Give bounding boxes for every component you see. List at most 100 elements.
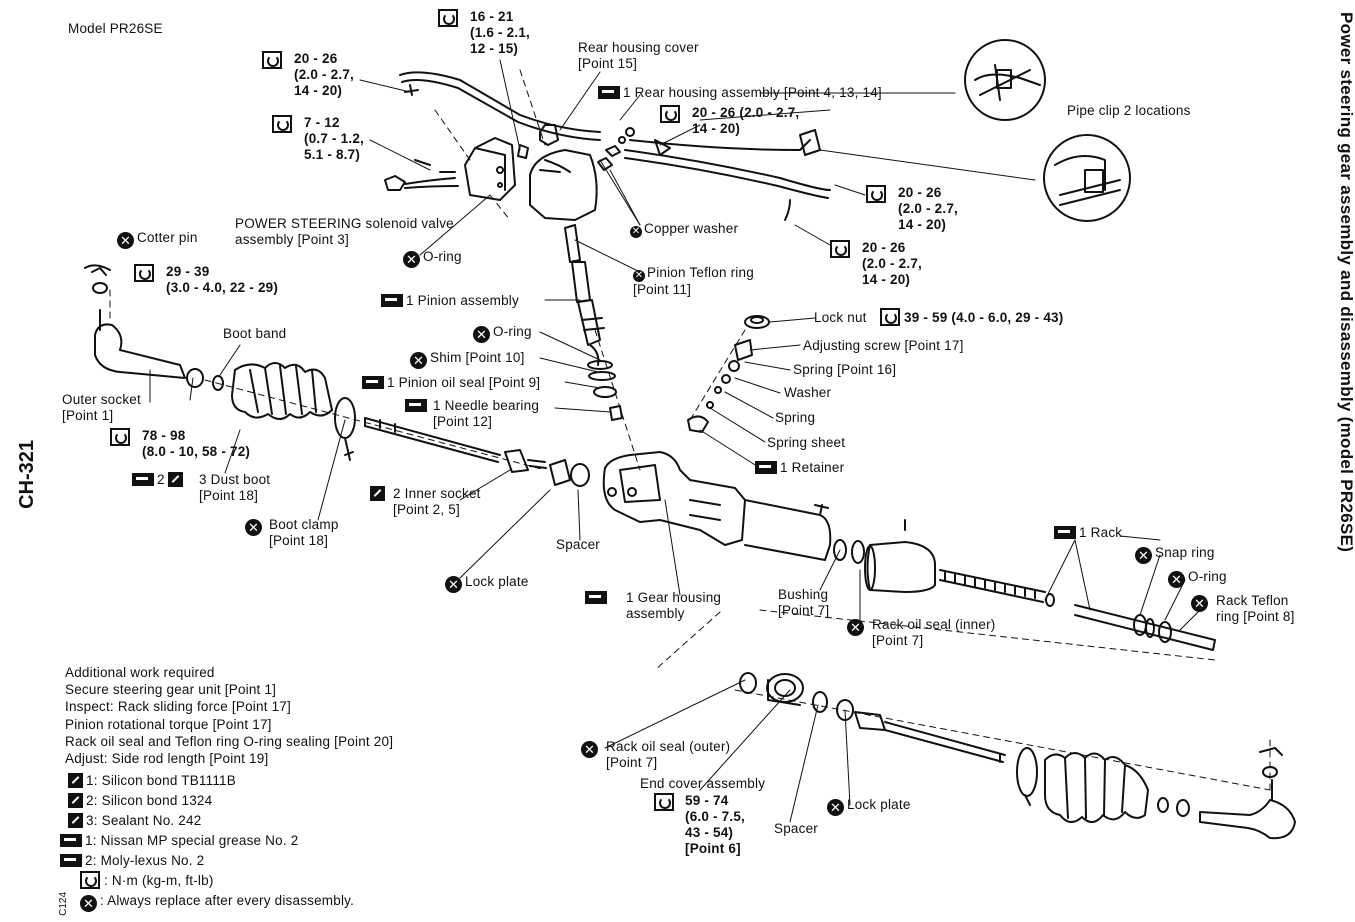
replace-icon: ✕: [473, 326, 490, 343]
boot-band-label: Boot band: [223, 326, 287, 341]
replace-icon: ✕: [633, 270, 645, 282]
snap-ring-label: ✕Snap ring: [1135, 545, 1215, 564]
legend-item: 2: Moly-lexus No. 2: [60, 851, 354, 871]
note-item: Adjust: Side rod length [Point 19]: [65, 751, 269, 767]
replace-icon: ✕: [245, 519, 262, 536]
pipe-clip-label: Pipe clip 2 locations: [1067, 103, 1191, 118]
spacer-right-label: Spacer: [774, 821, 818, 836]
grease-icon: [405, 399, 427, 412]
grease-icon: [755, 461, 777, 474]
torque-wrench-icon: [134, 264, 154, 282]
rack-oil-seal-inner-label: ✕Rack oil seal (inner) [Point 7]: [847, 617, 995, 648]
grease-icon: [132, 473, 154, 486]
torque-spec-78-98: 78 - 98 (8.0 - 10, 58 - 72): [110, 428, 250, 459]
torque-spec-59-74: 59 - 74 (6.0 - 7.5, 43 - 54) [Point 6]: [654, 793, 745, 856]
solenoid-valve-label: POWER STEERING solenoid valve assembly […: [235, 216, 454, 247]
note-item: Secure steering gear unit [Point 1]: [65, 682, 277, 698]
inner-socket-label: 2 Inner socket [Point 2, 5]: [370, 486, 480, 517]
torque-wrench-icon: [654, 793, 674, 811]
legend-item: 1: Silicon bond TB1111B: [60, 771, 354, 791]
torque-spec-20-26-a: 20 - 26 (2.0 - 2.7, 14 - 20): [262, 51, 354, 98]
torque-wrench-icon: [438, 9, 458, 27]
o-ring-right-label: ✕O-ring: [1168, 569, 1227, 588]
torque-wrench-icon: [830, 240, 850, 258]
sealant-icon: [167, 472, 183, 487]
replace-icon: ✕: [630, 226, 642, 238]
replace-icon: ✕: [403, 251, 420, 268]
torque-wrench-icon: [660, 105, 680, 123]
rear-housing-cover-label: Rear housing cover [Point 15]: [578, 40, 699, 71]
rack-oil-seal-outer-label: ✕Rack oil seal (outer) [Point 7]: [581, 739, 730, 770]
torque-spec-20-26-c: 20 - 26 (2.0 - 2.7, 14 - 20): [866, 185, 958, 232]
torque-spec-7-12: 7 - 12 (0.7 - 1.2, 5.1 - 8.7): [272, 115, 364, 162]
torque-wrench-icon: [110, 428, 130, 446]
leader-lines: [149, 59, 1206, 823]
sealant-icon: [68, 793, 83, 808]
grease-icon: [598, 86, 620, 99]
note-item: Inspect: Rack sliding force [Point 17]: [65, 699, 291, 715]
rack-label: 1 Rack: [1054, 525, 1122, 541]
spacer-left-label: Spacer: [556, 537, 600, 552]
lock-plate-left-label: ✕Lock plate: [445, 574, 529, 593]
page-title: Power steering gear assembly and disasse…: [1337, 12, 1355, 553]
replace-icon: ✕: [1168, 571, 1185, 588]
symbol-legend: 1: Silicon bond TB1111B 2: Silicon bond …: [60, 771, 354, 912]
needle-bearing-label: 1 Needle bearing [Point 12]: [405, 398, 539, 429]
adjusting-screw-label: Adjusting screw [Point 17]: [803, 338, 964, 353]
pinion-oil-seal-label: 1 Pinion oil seal [Point 9]: [362, 375, 540, 391]
model-label: Model PR26SE: [68, 21, 163, 36]
grease-icon: [60, 834, 82, 847]
grease-icon: [362, 376, 384, 389]
replace-icon: ✕: [1191, 595, 1208, 612]
copper-washer-label: ✕Copper washer: [630, 221, 739, 238]
spring-point16-label: Spring [Point 16]: [793, 362, 897, 377]
grease-icon: [1054, 526, 1076, 539]
replace-icon: ✕: [410, 352, 427, 369]
replace-icon: ✕: [847, 619, 864, 636]
legend-item: 3: Sealant No. 242: [60, 811, 354, 831]
torque-spec-29-39: 29 - 39 (3.0 - 4.0, 22 - 29): [134, 264, 278, 295]
torque-wrench-icon: [272, 115, 292, 133]
retainer-label: 1 Retainer: [755, 460, 844, 476]
outer-socket-label: Outer socket [Point 1]: [62, 392, 141, 423]
grease-icon: [60, 854, 82, 867]
sealant-icon: [370, 486, 385, 501]
page-number: CH-321: [16, 440, 38, 509]
o-ring-top-label: ✕O-ring: [403, 249, 462, 268]
torque-wrench-icon: [866, 185, 886, 203]
additional-work-notes: Additional work required Secure steering…: [65, 664, 393, 767]
end-cover-label: End cover assembly: [640, 776, 766, 791]
boot-clamp-label: ✕Boot clamp [Point 18]: [245, 517, 338, 548]
replace-icon: ✕: [581, 741, 598, 758]
lock-plate-right-label: ✕Lock plate: [827, 797, 911, 816]
rack-teflon-ring-label: ✕Rack Teflon ring [Point 8]: [1191, 593, 1294, 624]
washer-label: Washer: [784, 385, 832, 400]
torque-spec-20-26-b: 20 - 26 (2.0 - 2.7, 14 - 20): [660, 105, 799, 136]
pinion-teflon-ring-label: ✕Pinion Teflon ring [Point 11]: [633, 265, 754, 297]
legend-item: : N·m (kg-m, ft-lb): [60, 871, 354, 891]
torque-spec-39-59: 39 - 59 (4.0 - 6.0, 29 - 43): [880, 308, 1063, 326]
spring-sheet-label: Spring sheet: [767, 435, 846, 450]
sealant-icon: [68, 773, 83, 788]
shim-label: ✕Shim [Point 10]: [410, 350, 525, 369]
torque-wrench-icon: [880, 308, 900, 326]
replace-icon: ✕: [827, 799, 844, 816]
replace-icon: ✕: [1135, 547, 1152, 564]
note-item: Pinion rotational torque [Point 17]: [65, 716, 272, 732]
replace-icon: ✕: [80, 895, 97, 912]
legend-item: ✕: Always replace after every disassembl…: [60, 891, 354, 912]
alignment-lines: [109, 69, 1271, 791]
sealant-icon: [68, 813, 83, 828]
torque-spec-16-21: 16 - 21 (1.6 - 2.1, 12 - 15): [438, 9, 530, 56]
torque-spec-20-26-d: 20 - 26 (2.0 - 2.7, 14 - 20): [830, 240, 922, 287]
rear-housing-assembly-label: 1 Rear housing assembly [Point 4, 13, 14…: [598, 85, 882, 101]
gear-housing-label: 1 Gear housing assembly: [585, 590, 721, 621]
lock-nut-label: Lock nut: [814, 310, 867, 325]
note-item: Rack oil seal and Teflon ring O-ring sea…: [65, 733, 394, 749]
legend-item: 2: Silicon bond 1324: [60, 791, 354, 811]
torque-wrench-icon: [80, 871, 100, 889]
o-ring-mid-label: ✕O-ring: [473, 324, 532, 343]
